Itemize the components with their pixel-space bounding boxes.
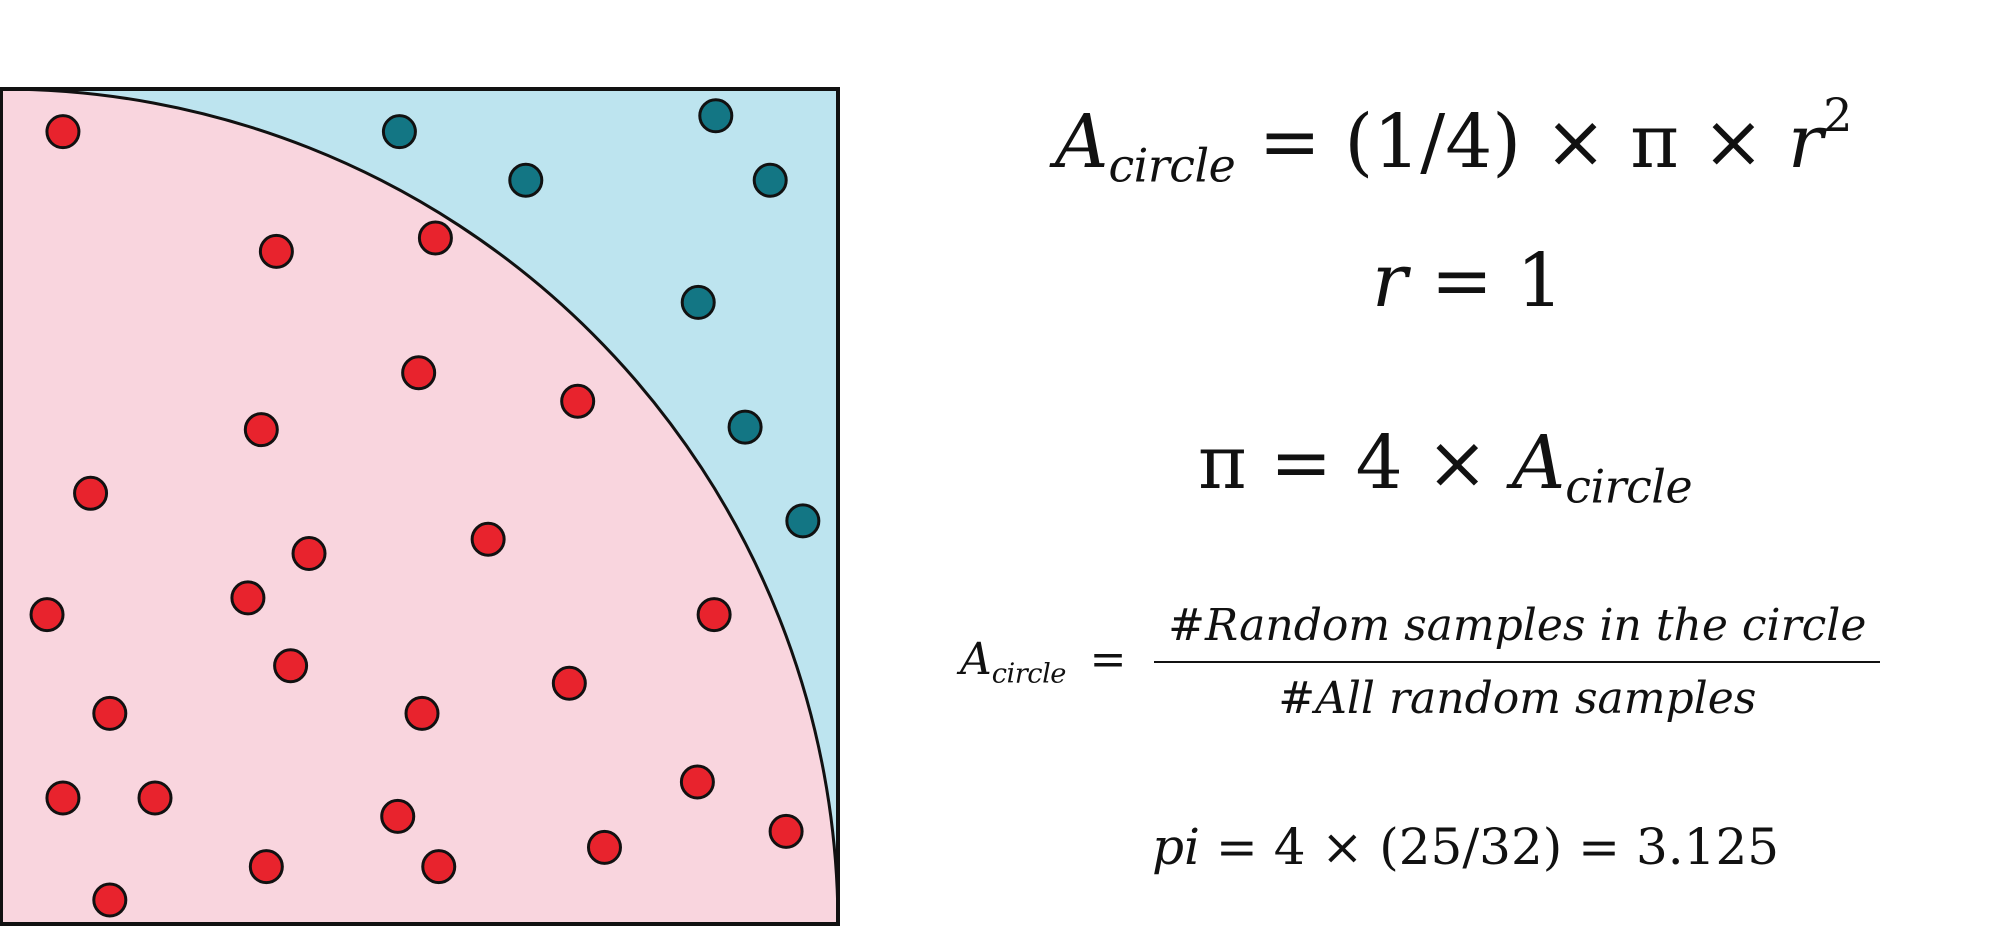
equals-sign: = [1089,634,1127,686]
sample-points [29,98,821,918]
sample-point-inside [401,355,437,391]
sample-point-inside [137,780,173,816]
sample-point-inside [679,764,715,800]
sample-point-inside [92,882,128,918]
inside-quarter-circle-region [0,87,840,926]
sample-point-outside [727,409,763,445]
area-formula-rest: = (1/4) × π × [1258,98,1788,185]
sample-point-inside [696,597,732,633]
area-symbol: A [1055,98,1109,185]
sample-point-outside [785,503,821,539]
pi-estimate-value: = 4 × (25/32) = 3.125 [1215,818,1780,876]
sample-point-inside [768,813,804,849]
area-formula: Acircle = (1/4) × π × r2 [1055,88,1852,192]
sample-point-inside [560,383,596,419]
unit-square-border [0,87,840,926]
area-symbol: A [1511,420,1566,506]
radius-symbol: r [1787,98,1824,185]
sample-point-inside [380,798,416,834]
area-subscript: circle [1565,459,1693,514]
sample-point-inside [73,475,109,511]
sample-point-inside [551,665,587,701]
area-subscript: circle [1108,138,1236,193]
sample-point-outside [508,162,544,198]
pi-estimate: pi = 4 × (25/32) = 3.125 [1152,818,1779,876]
fraction: #Random samples in the circle #All rando… [1154,600,1881,724]
area-symbol: A [960,634,992,686]
fraction-numerator: #Random samples in the circle [1168,600,1867,651]
radius-symbol: r [1372,238,1408,324]
sample-point-inside [273,648,309,684]
sample-point-inside [45,114,81,150]
sample-point-outside [698,98,734,134]
radius-equation: r = 1 [1372,238,1564,324]
pi-relation: π = 4 × Acircle [1198,420,1693,514]
exponent: 2 [1823,88,1853,142]
sample-point-inside [404,695,440,731]
sample-point-inside [421,849,457,885]
sample-point-inside [586,829,622,865]
monte-carlo-diagram [0,87,840,926]
area-estimate-formula: Acircle = #Random samples in the circle … [960,600,1881,724]
sample-point-inside [291,536,327,572]
sample-point-outside [680,284,716,320]
sample-point-inside [470,521,506,557]
fraction-bar [1154,661,1881,663]
sample-point-inside [258,233,294,269]
sample-point-outside [752,162,788,198]
fraction-denominator: #All random samples [1278,673,1757,724]
sample-point-outside [381,114,417,150]
sample-point-inside [417,220,453,256]
pi-label: pi [1152,818,1200,876]
radius-value: = 1 [1430,238,1564,324]
area-subscript: circle [991,658,1067,690]
pi-relation-lhs: π = 4 × [1198,420,1512,506]
sample-point-inside [248,849,284,885]
sample-point-inside [45,780,81,816]
sample-point-inside [230,580,266,616]
sample-point-inside [92,695,128,731]
sample-point-inside [29,597,65,633]
sample-point-inside [243,412,279,448]
